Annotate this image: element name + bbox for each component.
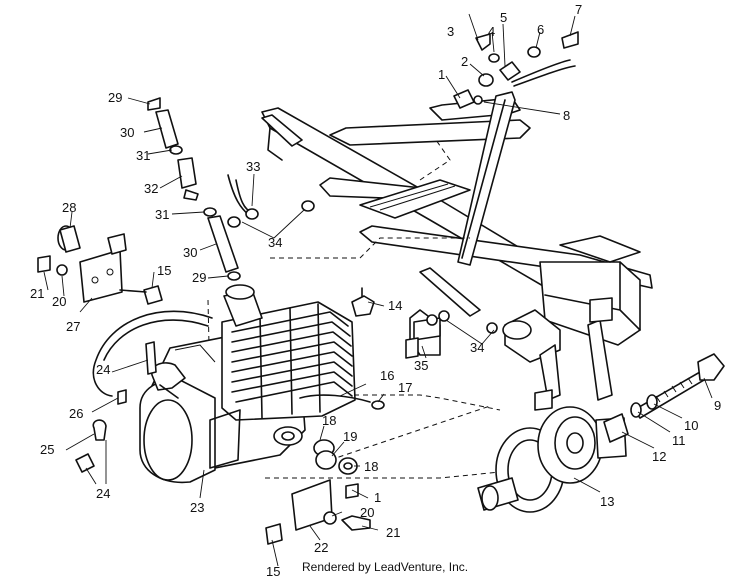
misc-mounts [227, 200, 498, 359]
callout-29-bottom: 29 [192, 270, 206, 285]
engine-mount-bracket-left [37, 225, 163, 305]
callout-3: 3 [447, 24, 454, 39]
axle-bolt-assembly [603, 353, 725, 443]
callout-19: 19 [343, 429, 357, 444]
callout-23: 23 [190, 500, 204, 515]
callout-9: 9 [714, 398, 721, 413]
callout-15-top: 15 [157, 263, 171, 278]
callout-30-top: 30 [120, 125, 134, 140]
frame-assembly [261, 91, 653, 411]
callout-8: 8 [563, 108, 570, 123]
callout-18-bottom: 18 [364, 459, 378, 474]
callout-35: 35 [414, 358, 428, 373]
leader-lines [43, 13, 713, 567]
callout-31-bottom: 31 [155, 207, 169, 222]
callout-14: 14 [388, 298, 402, 313]
callout-34-right: 34 [470, 340, 484, 355]
callout-33: 33 [246, 159, 260, 174]
callout-22: 22 [314, 540, 328, 555]
cylinder-fins [231, 303, 353, 419]
spark-plug-assembly [299, 287, 385, 410]
callout-13: 13 [600, 494, 614, 509]
callout-18-top: 18 [322, 413, 336, 428]
callout-labels: 7 5 3 4 6 2 1 8 29 30 31 32 31 30 29 33 … [30, 2, 721, 579]
callout-12: 12 [652, 449, 666, 464]
callout-24-top: 24 [96, 362, 110, 377]
callout-31-top: 31 [136, 148, 150, 163]
callout-32: 32 [144, 181, 158, 196]
callout-11: 11 [672, 433, 686, 448]
callout-21-left: 21 [30, 286, 44, 301]
callout-5: 5 [500, 10, 507, 25]
lower-mount-bracket [265, 479, 371, 545]
callout-10: 10 [684, 418, 698, 433]
callout-27: 27 [66, 319, 80, 334]
callout-30-bottom: 30 [183, 245, 197, 260]
engine-assembly [139, 284, 356, 484]
callout-34-left: 34 [268, 235, 282, 250]
callout-7: 7 [575, 2, 582, 17]
callout-6: 6 [537, 22, 544, 37]
callout-21-bottom: 21 [386, 525, 400, 540]
fuel-line-assembly [147, 97, 253, 281]
callout-26: 26 [69, 406, 83, 421]
callout-15-bottom: 15 [266, 564, 280, 579]
callout-29-top: 29 [108, 90, 122, 105]
render-credit: Rendered by LeadVenture, Inc. [302, 560, 469, 574]
callout-1-top: 1 [438, 67, 445, 82]
top-fastener-group [453, 31, 579, 109]
callout-20-bottom: 20 [360, 505, 374, 520]
hose-assembly [75, 310, 213, 473]
assembly-guide-lines [207, 139, 521, 479]
callout-16: 16 [380, 368, 394, 383]
callout-28: 28 [62, 200, 76, 215]
callout-1-bottom: 1 [374, 490, 381, 505]
callout-25: 25 [40, 442, 54, 457]
callout-20-left: 20 [52, 294, 66, 309]
callout-2: 2 [461, 54, 468, 69]
clutch-parts [313, 439, 358, 475]
callout-17: 17 [398, 380, 412, 395]
callout-4: 4 [488, 24, 495, 39]
callout-24-bottom: 24 [96, 486, 110, 501]
